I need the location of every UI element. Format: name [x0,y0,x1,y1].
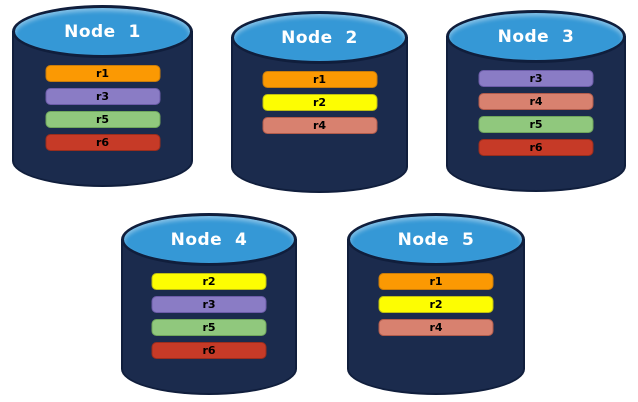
replica-list: r2 r3 r5 r6 [151,273,267,359]
replica-bar-r3: r3 [478,70,594,87]
replica-list: r3 r4 r5 r6 [478,70,594,156]
replica-bar-r1: r1 [378,273,494,290]
replica-bar-r1: r1 [45,65,160,82]
replica-bar-r5: r5 [151,319,267,336]
node-cylinder-2: Node 2 r1 r2 r4 [231,11,408,193]
replica-bar-r3: r3 [45,88,160,105]
node-cylinder-5: Node 5 r1 r2 r4 [347,213,525,395]
replica-list: r1 r3 r5 r6 [45,65,160,151]
replica-bar-r4: r4 [378,319,494,336]
node-title: Node 1 [64,21,141,42]
replica-bar-r6: r6 [478,139,594,156]
node-cylinder-4: Node 4 r2 r3 r5 r6 [121,213,297,395]
replica-list: r1 r2 r4 [262,71,377,134]
replica-bar-r4: r4 [478,93,594,110]
replica-bar-r6: r6 [151,342,267,359]
node-title: Node 3 [497,26,575,47]
replica-bar-r4: r4 [262,117,377,134]
cylinder-top-ellipse: Node 5 [347,213,525,266]
node-cylinder-1: Node 1 r1 r3 r5 r6 [12,5,193,187]
replica-bar-r2: r2 [378,296,494,313]
replica-bar-r5: r5 [45,111,160,128]
node-title: Node 4 [170,229,248,250]
replica-bar-r2: r2 [262,94,377,111]
cylinder-top-ellipse: Node 2 [231,11,408,64]
replica-bar-r3: r3 [151,296,267,313]
node-cylinder-3: Node 3 r3 r4 r5 r6 [446,10,626,192]
node-title: Node 5 [397,229,475,250]
replica-bar-r5: r5 [478,116,594,133]
cylinder-top-ellipse: Node 4 [121,213,297,266]
replica-bar-r2: r2 [151,273,267,290]
replica-bar-r6: r6 [45,134,160,151]
cylinder-top-ellipse: Node 3 [446,10,626,63]
node-title: Node 2 [281,27,358,48]
cylinder-top-ellipse: Node 1 [12,5,193,58]
replica-bar-r1: r1 [262,71,377,88]
replica-list: r1 r2 r4 [378,273,494,336]
